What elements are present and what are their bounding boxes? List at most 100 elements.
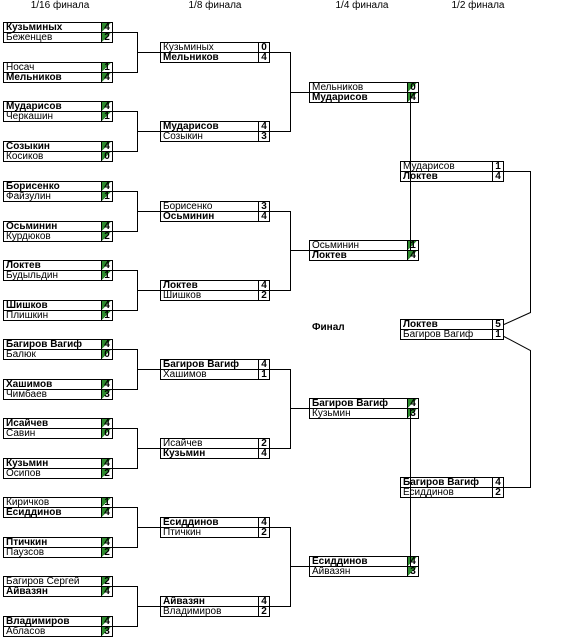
player-score: 4 [258,281,269,291]
player-score: 4 [258,212,269,222]
player-name: Птичкин [6,538,48,547]
player-score: 4 [492,172,503,182]
player-row: Мельников 0 [309,82,419,93]
player-score: 4 [101,617,112,627]
player-row: Локтев 4 [160,280,270,291]
player-score: 0 [407,83,418,93]
player-score: 1 [492,162,503,172]
player-name: Мельников [312,83,364,92]
player-name: Абласов [6,627,46,636]
player-name: Локтев [312,251,347,260]
player-score: 4 [258,597,269,607]
connector-line [113,191,138,232]
player-score: 0 [101,152,112,162]
player-name: Шишков [6,301,48,310]
player-score: 4 [101,508,112,518]
player-name: Багиров Вагиф [312,399,389,408]
player-name: Борисенко [6,182,60,191]
player-score: 4 [101,23,112,33]
player-name: Киричков [6,498,50,507]
connector-line [113,349,138,390]
player-score: 1 [101,271,112,281]
player-score: 1 [258,370,269,380]
player-name: Носач [6,63,35,72]
player-name: Багиров Вагиф [403,330,474,339]
player-name: Мударисов [403,162,455,171]
player-score: 4 [258,360,269,370]
player-name: Локтев [403,320,438,329]
player-score: 4 [101,301,112,311]
player-score: 1 [101,192,112,202]
player-name: Шишков [163,291,202,300]
player-name: Исайчев [163,439,203,448]
player-score: 2 [101,469,112,479]
round-title-1-2: 1/2 финала [451,0,505,11]
player-name: Локтев [163,281,198,290]
player-score: 1 [101,112,112,122]
player-name: Балюк [6,350,36,359]
player-score: 2 [258,607,269,617]
player-score: 4 [101,459,112,469]
player-name: Беженцев [6,33,53,42]
player-name: Багиров Сергей [6,577,80,586]
player-row: Кузьминых 0 [160,42,270,53]
connector-line [410,92,419,251]
player-name: Айвазян [163,597,205,606]
player-score: 4 [258,122,269,132]
player-row: Кузьмин 4 [160,448,270,459]
player-score: 4 [258,449,269,459]
player-name: Кузьминых [163,43,214,52]
player-name: Кузьмин [163,449,206,458]
player-name: Локтев [6,261,41,270]
connector-line [113,586,138,627]
player-name: Паузсов [6,548,45,557]
player-score: 4 [407,557,418,567]
player-name: Птичкин [163,528,202,537]
player-name: Мударисов [6,102,62,111]
player-score: 2 [492,488,503,498]
player-score: 4 [407,251,418,261]
player-score: 0 [258,43,269,53]
connector-line [113,428,138,469]
player-score: 4 [101,73,112,83]
connector-line [503,171,531,325]
